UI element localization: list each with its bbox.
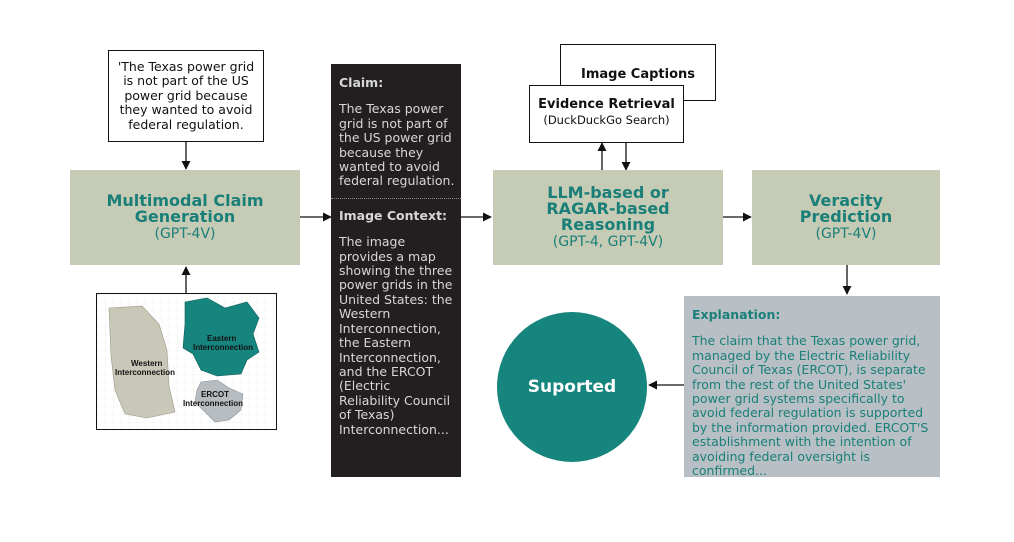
panel-divider [331, 197, 461, 199]
reasoning-box: LLM-based or RAGAR-based Reasoning (GPT-… [493, 170, 723, 265]
input-claim-box: 'The Texas power grid is not part of the… [108, 50, 264, 142]
eastern-region [182, 297, 260, 377]
us-grid-map: Western Interconnection Eastern Intercon… [97, 294, 275, 428]
power-grid-map-image: Western Interconnection Eastern Intercon… [96, 293, 277, 430]
claim-heading: Claim: [339, 75, 384, 90]
veracity-prediction-box: Veracity Prediction (GPT-4V) [752, 170, 940, 265]
evidence-retrieval-box: Evidence Retrieval (DuckDuckGo Search) [529, 85, 684, 143]
ercot-region [194, 379, 244, 423]
veracity-prediction-title: Veracity Prediction [799, 190, 893, 226]
claim-generation-title: Multimodal Claim Generation [106, 190, 264, 226]
generated-claim-panel: Claim: The Texas power grid is not part … [331, 64, 461, 477]
reasoning-models: (GPT-4, GPT-4V) [552, 233, 664, 250]
explanation-text: The claim that the Texas power grid, man… [692, 333, 929, 479]
claim-generation-model: (GPT-4V) [154, 225, 216, 242]
image-captions-title: Image Captions [580, 67, 696, 82]
veracity-prediction-model: (GPT-4V) [815, 225, 877, 242]
verdict-label: Suported [527, 377, 617, 397]
western-region [108, 305, 176, 419]
input-claim-text: 'The Texas power grid is not part of the… [117, 58, 255, 132]
map-label-ercot: ERCOT Interconnection [183, 390, 243, 408]
map-label-eastern: Eastern Interconnection [193, 334, 253, 352]
evidence-retrieval-title: Evidence Retrieval [538, 97, 675, 112]
explanation-panel: Explanation: The claim that the Texas po… [684, 296, 940, 479]
image-context-heading: Image Context: [339, 207, 448, 223]
claim-text: The Texas power grid is not part of the … [339, 101, 455, 189]
reasoning-title: LLM-based or RAGAR-based Reasoning [546, 182, 670, 234]
verdict-circle: Suported [497, 312, 647, 462]
image-context-text: The image provides a map showing the thr… [339, 234, 453, 437]
map-label-western: Western Interconnection [115, 359, 175, 377]
evidence-retrieval-source: (DuckDuckGo Search) [543, 113, 670, 127]
explanation-heading: Explanation: [692, 307, 781, 322]
claim-generation-box: Multimodal Claim Generation (GPT-4V) [70, 170, 300, 265]
